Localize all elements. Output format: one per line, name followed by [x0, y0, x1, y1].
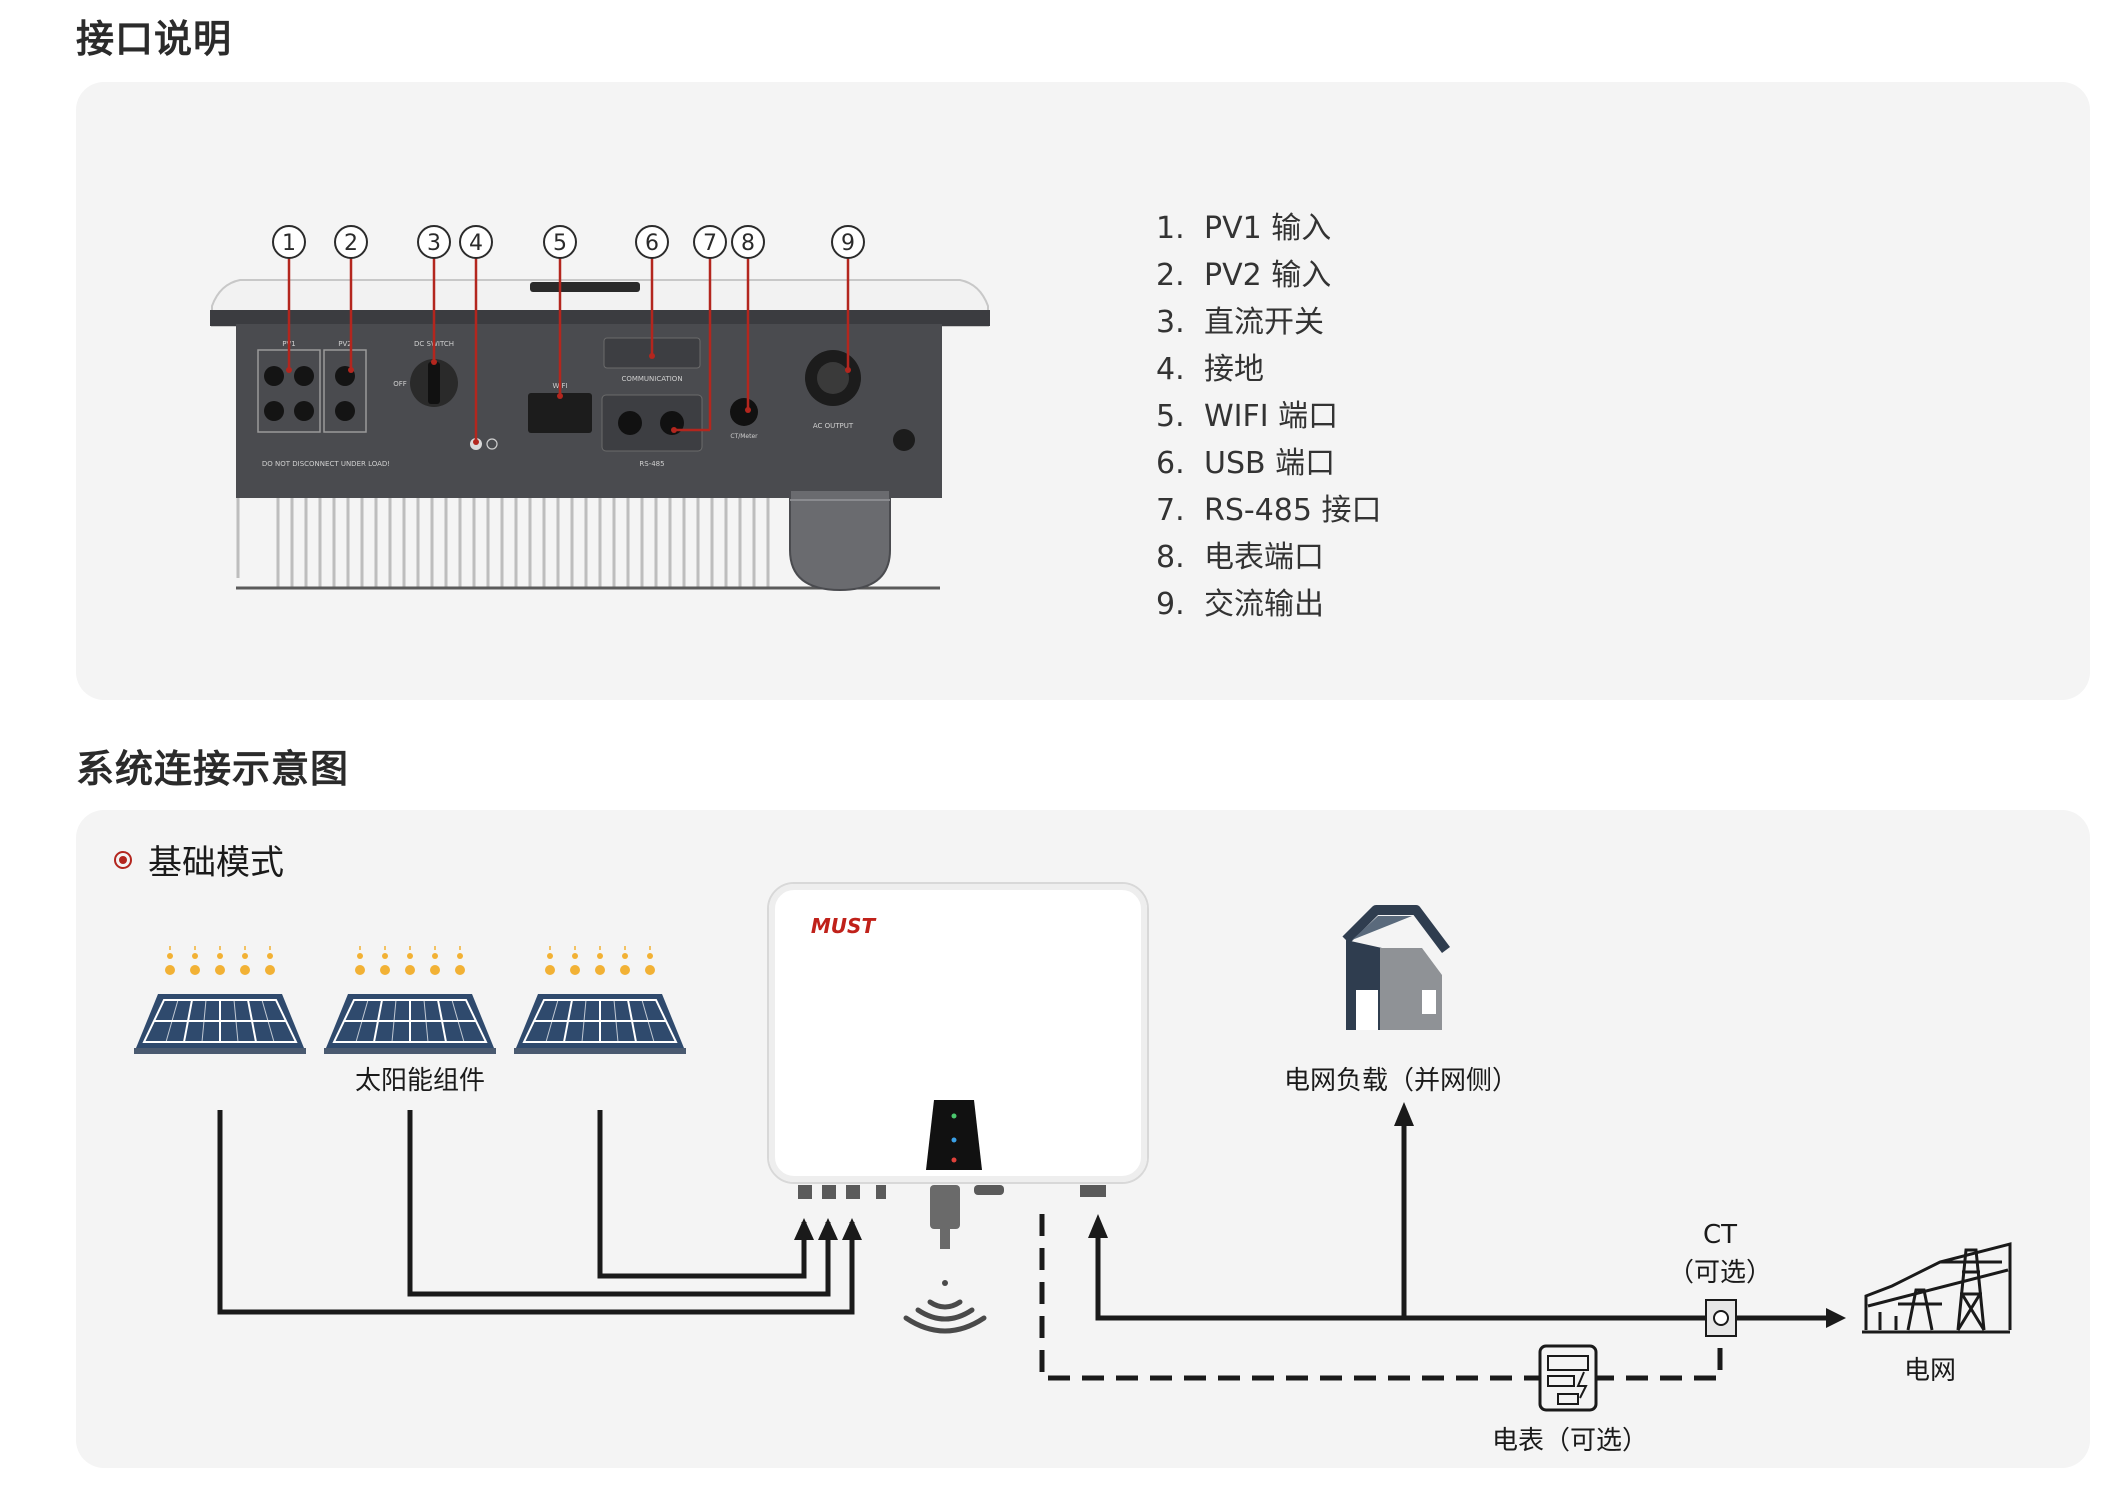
inverter-front — [767, 882, 1149, 1334]
interface-list: 1.PV1 输入 2.PV2 输入 3.直流开关 4.接地 5.WIFI 端口 … — [1156, 205, 1382, 628]
list-item: 6.USB 端口 — [1156, 446, 1336, 481]
grid-tower-icon — [1862, 1242, 2012, 1334]
grid-label: 电网 — [1903, 1356, 1956, 1386]
load-label: 电网负载（并网侧） — [1283, 1066, 1518, 1096]
callout-1: 1 — [282, 231, 296, 256]
house-icon — [1342, 905, 1450, 1030]
ct-optional-label: （可选） — [1667, 1258, 1772, 1288]
list-item: 7.RS-485 接口 — [1156, 493, 1382, 528]
radio-dot-icon — [114, 850, 132, 869]
off-device-label: OFF — [393, 380, 407, 388]
mode-label: 基础模式 — [114, 835, 284, 884]
callout-6: 6 — [645, 231, 659, 256]
list-item: 1.PV1 输入 — [1156, 211, 1332, 246]
ct-label: CT — [1702, 1220, 1738, 1250]
callout-5: 5 — [553, 231, 567, 256]
solar-label: 太阳能组件 — [354, 1066, 485, 1096]
solar-panel-2 — [323, 945, 497, 1055]
meter-icon — [1538, 1344, 1598, 1412]
list-item: 5.WIFI 端口 — [1156, 399, 1339, 434]
ct-clamp-icon — [1705, 1299, 1737, 1337]
solar-panel-1 — [133, 945, 307, 1055]
rs485-device-label: RS-485 — [639, 460, 664, 468]
callout-8: 8 — [741, 231, 755, 256]
system-section-title: 系统连接示意图 — [76, 747, 350, 791]
warning-device-label: DO NOT DISCONNECT UNDER LOAD! — [262, 460, 390, 468]
list-item: 8.电表端口 — [1156, 540, 1324, 575]
ac-output-device-label: AC OUTPUT — [813, 422, 854, 430]
communication-device-label: COMMUNICATION — [621, 375, 682, 383]
list-item: 9.交流输出 — [1156, 587, 1324, 622]
callout-4: 4 — [469, 231, 483, 256]
callout-9: 9 — [841, 231, 855, 256]
interface-section-title: 接口说明 — [76, 17, 233, 61]
list-item: 3.直流开关 — [1156, 305, 1324, 340]
pv2-device-label: PV2 — [338, 340, 351, 348]
callout-2: 2 — [344, 231, 358, 256]
callout-3: 3 — [427, 231, 441, 256]
meter-label: 电表（可选） — [1491, 1426, 1648, 1456]
list-item: 2.PV2 输入 — [1156, 258, 1332, 293]
solar-panel-3 — [513, 945, 687, 1055]
list-item: 4.接地 — [1156, 352, 1264, 387]
callout-7: 7 — [703, 231, 717, 256]
inverter-bottom-view: PV1 PV2 DC SWITCH OFF WIFI COMMUNICATION… — [210, 225, 990, 592]
brand-logo: MUST — [811, 914, 877, 938]
ct-meter-device-label: CT/Meter — [730, 433, 758, 440]
